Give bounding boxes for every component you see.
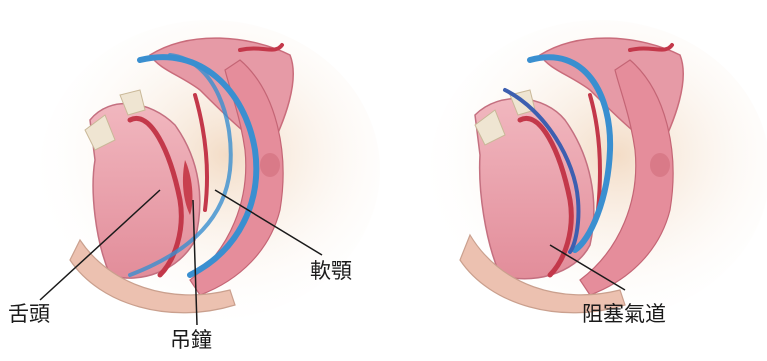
obstructed-airway-label: 阻塞氣道 [582, 304, 666, 325]
uvula-label: 吊鐘 [170, 330, 212, 351]
obstructed-airway-illustration [430, 20, 767, 320]
tongue-label: 舌頭 [8, 304, 50, 325]
soft-palate-label: 軟顎 [310, 261, 352, 282]
